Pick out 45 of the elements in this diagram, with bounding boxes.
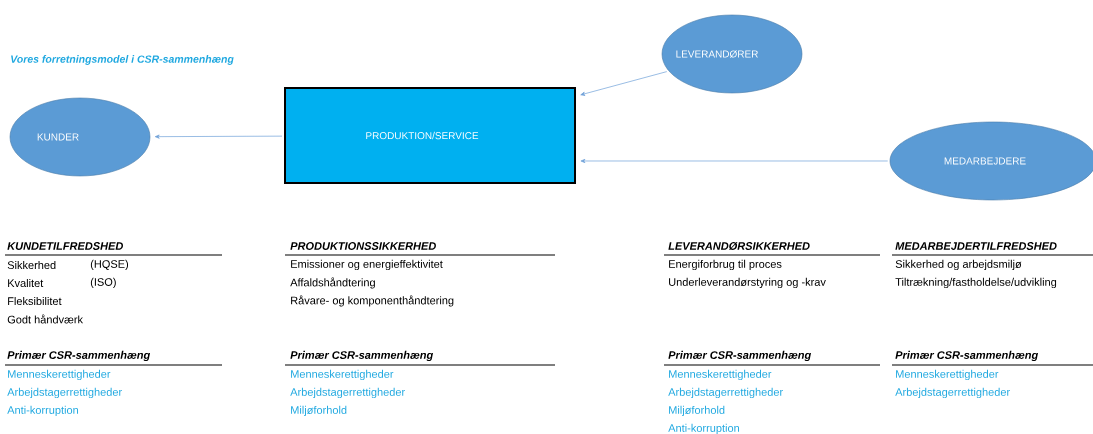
- section-heading: Primær CSR-sammenhæng: [7, 350, 151, 362]
- csr-item: Anti-korruption: [7, 405, 78, 417]
- csr-item: Anti-korruption: [668, 423, 739, 434]
- arrow: [580, 71, 668, 96]
- node-label: LEVERANDØRER: [676, 50, 758, 58]
- list-item: (HQSE): [90, 259, 129, 271]
- list-item: Fleksibilitet: [8, 296, 62, 306]
- list-item: Kvalitet: [8, 278, 44, 288]
- node-label: MEDARBEJDERE: [944, 157, 1026, 165]
- title: Vores forretningsmodel i CSR-sammenhæng: [11, 55, 234, 65]
- arrow: [580, 158, 889, 164]
- section-heading: PRODUKTIONSSIKKERHED: [290, 242, 436, 250]
- list-item: Affaldshåndtering: [290, 277, 375, 289]
- section-heading: MEDARBEJDERTILFREDSHED: [895, 242, 1057, 250]
- node-label: PRODUKTION/SERVICE: [366, 131, 479, 140]
- csr-item: Arbejdstagerrettigheder: [668, 387, 783, 399]
- process-box: [284, 87, 576, 184]
- csr-item: Menneskerettigheder: [669, 369, 772, 381]
- csr-item: Arbejdstagerrettigheder: [290, 387, 405, 399]
- list-item: Emissioner og energieffektivitet: [291, 259, 443, 271]
- csr-item: Menneskerettigheder: [291, 369, 394, 381]
- list-item: Underleverandørstyring og -krav: [669, 277, 826, 289]
- list-item: Sikkerhed: [7, 260, 56, 270]
- list-item: (ISO): [90, 277, 116, 289]
- list-item: Råvare- og komponenthåndtering: [291, 295, 454, 307]
- section-heading: Primær CSR-sammenhæng: [290, 350, 434, 362]
- list-item: Godt håndværk: [7, 314, 84, 324]
- section-heading: KUNDETILFREDSHED: [7, 242, 123, 250]
- list-item: Energiforbrug til proces: [669, 259, 782, 271]
- stakeholder-ellipse: [9, 97, 151, 177]
- list-item: Sikkerhed og arbejdsmiljø: [895, 259, 1022, 271]
- section-heading: LEVERANDØRSIKKERHED: [668, 241, 810, 251]
- csr-item: Menneskerettigheder: [8, 369, 111, 381]
- csr-item: Arbejdstagerrettigheder: [7, 387, 122, 399]
- stakeholder-ellipse: [889, 121, 1093, 201]
- stakeholder-ellipse: [661, 14, 803, 94]
- node-label: KUNDER: [37, 133, 79, 141]
- csr-item: Arbejdstagerrettigheder: [895, 387, 1010, 399]
- list-item: Tiltrækning/fastholdelse/udvikling: [895, 277, 1057, 289]
- csr-item: Miljøforhold: [669, 405, 725, 417]
- section-heading: Primær CSR-sammenhæng: [895, 350, 1038, 362]
- csr-item: Menneskerettigheder: [896, 369, 999, 381]
- csr-item: Miljøforhold: [291, 405, 347, 417]
- section-heading: Primær CSR-sammenhæng: [668, 350, 811, 362]
- arrow: [154, 134, 283, 139]
